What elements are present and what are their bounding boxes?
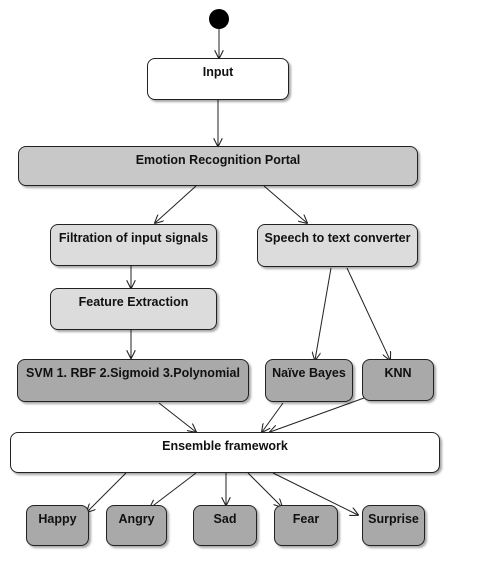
edge-ensemble-surprise (272, 472, 358, 515)
surprise-label: Surprise (368, 512, 419, 526)
feature-extraction-node: Feature Extraction (50, 288, 217, 330)
edge-svm-ensemble (158, 402, 196, 432)
edge-ensemble-angry (150, 472, 197, 508)
ensemble-framework-node: Ensemble framework (10, 432, 440, 473)
filtration-node: Filtration of input signals (50, 224, 217, 266)
emotion-recognition-portal-node: Emotion Recognition Portal (18, 146, 418, 186)
edge-portal-filtration (155, 185, 197, 223)
ensemble-label: Ensemble framework (162, 439, 288, 453)
edge-ensemble-fear (247, 472, 282, 507)
edge-speech-knn (346, 267, 390, 360)
start-node-icon (209, 9, 229, 29)
edge-speech-naivebayes (315, 267, 332, 360)
angry-label: Angry (118, 512, 155, 526)
angry-node: Angry (106, 505, 167, 546)
speech-to-text-node: Speech to text converter (257, 224, 418, 267)
sad-node: Sad (193, 505, 257, 546)
fear-node: Fear (274, 505, 338, 546)
naive-bayes-node: Naïve Bayes (265, 359, 353, 402)
input-label: Input (202, 65, 234, 79)
edge-ensemble-happy (87, 472, 127, 512)
svm-label: SVM 1. RBF 2.Sigmoid 3.Polynomial (26, 366, 240, 380)
input-node: Input (147, 58, 289, 100)
happy-label: Happy (38, 512, 77, 526)
sad-label: Sad (213, 512, 237, 526)
edge-naivebayes-ensemble (262, 402, 284, 432)
speech-label: Speech to text converter (264, 231, 411, 245)
feature-label: Feature Extraction (78, 295, 189, 309)
svm-node: SVM 1. RBF 2.Sigmoid 3.Polynomial (17, 359, 249, 402)
filtration-label: Filtration of input signals (58, 231, 209, 245)
happy-node: Happy (26, 505, 89, 546)
surprise-node: Surprise (362, 505, 425, 546)
naive-bayes-label: Naïve Bayes (272, 366, 346, 380)
knn-node: KNN (362, 359, 434, 401)
edge-portal-speech (263, 185, 307, 223)
fear-label: Fear (292, 512, 320, 526)
portal-label: Emotion Recognition Portal (135, 153, 301, 167)
knn-label: KNN (384, 366, 412, 380)
edge-knn-ensemble (270, 397, 365, 432)
